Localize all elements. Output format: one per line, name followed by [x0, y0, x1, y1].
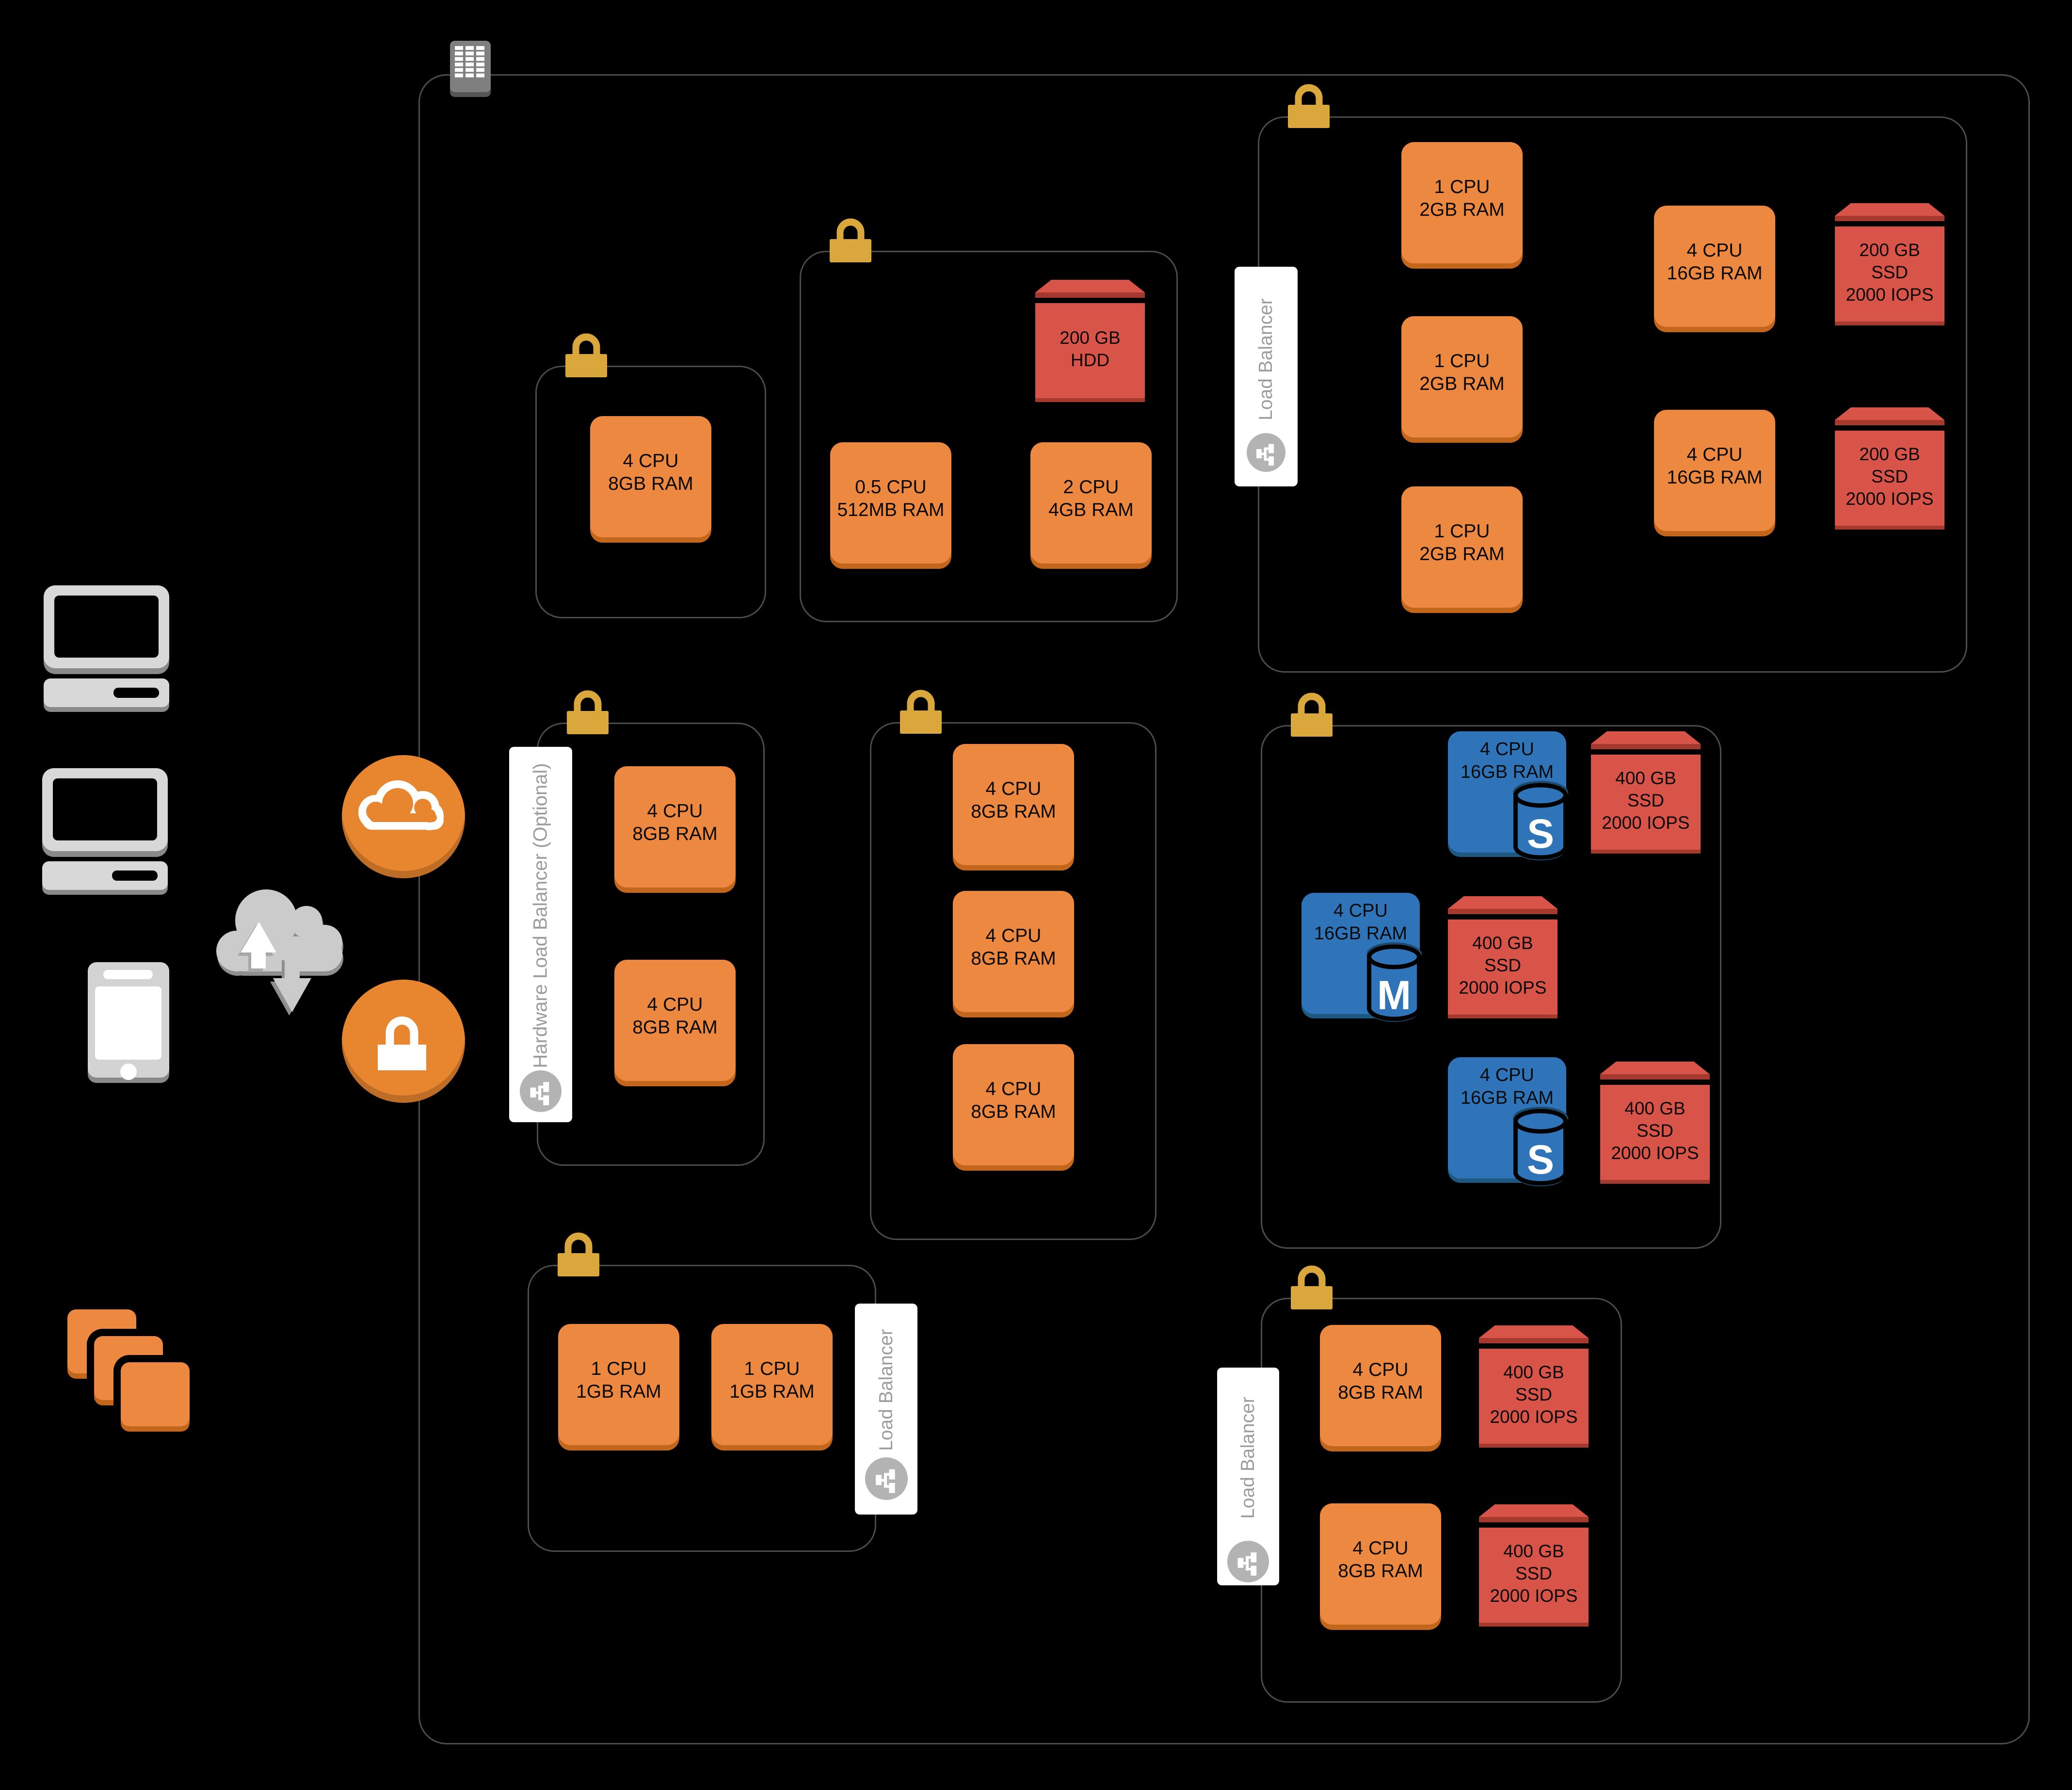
svg-text:S: S	[1527, 811, 1554, 856]
svg-text:M: M	[1377, 972, 1411, 1018]
svg-text:S: S	[1527, 1137, 1554, 1182]
